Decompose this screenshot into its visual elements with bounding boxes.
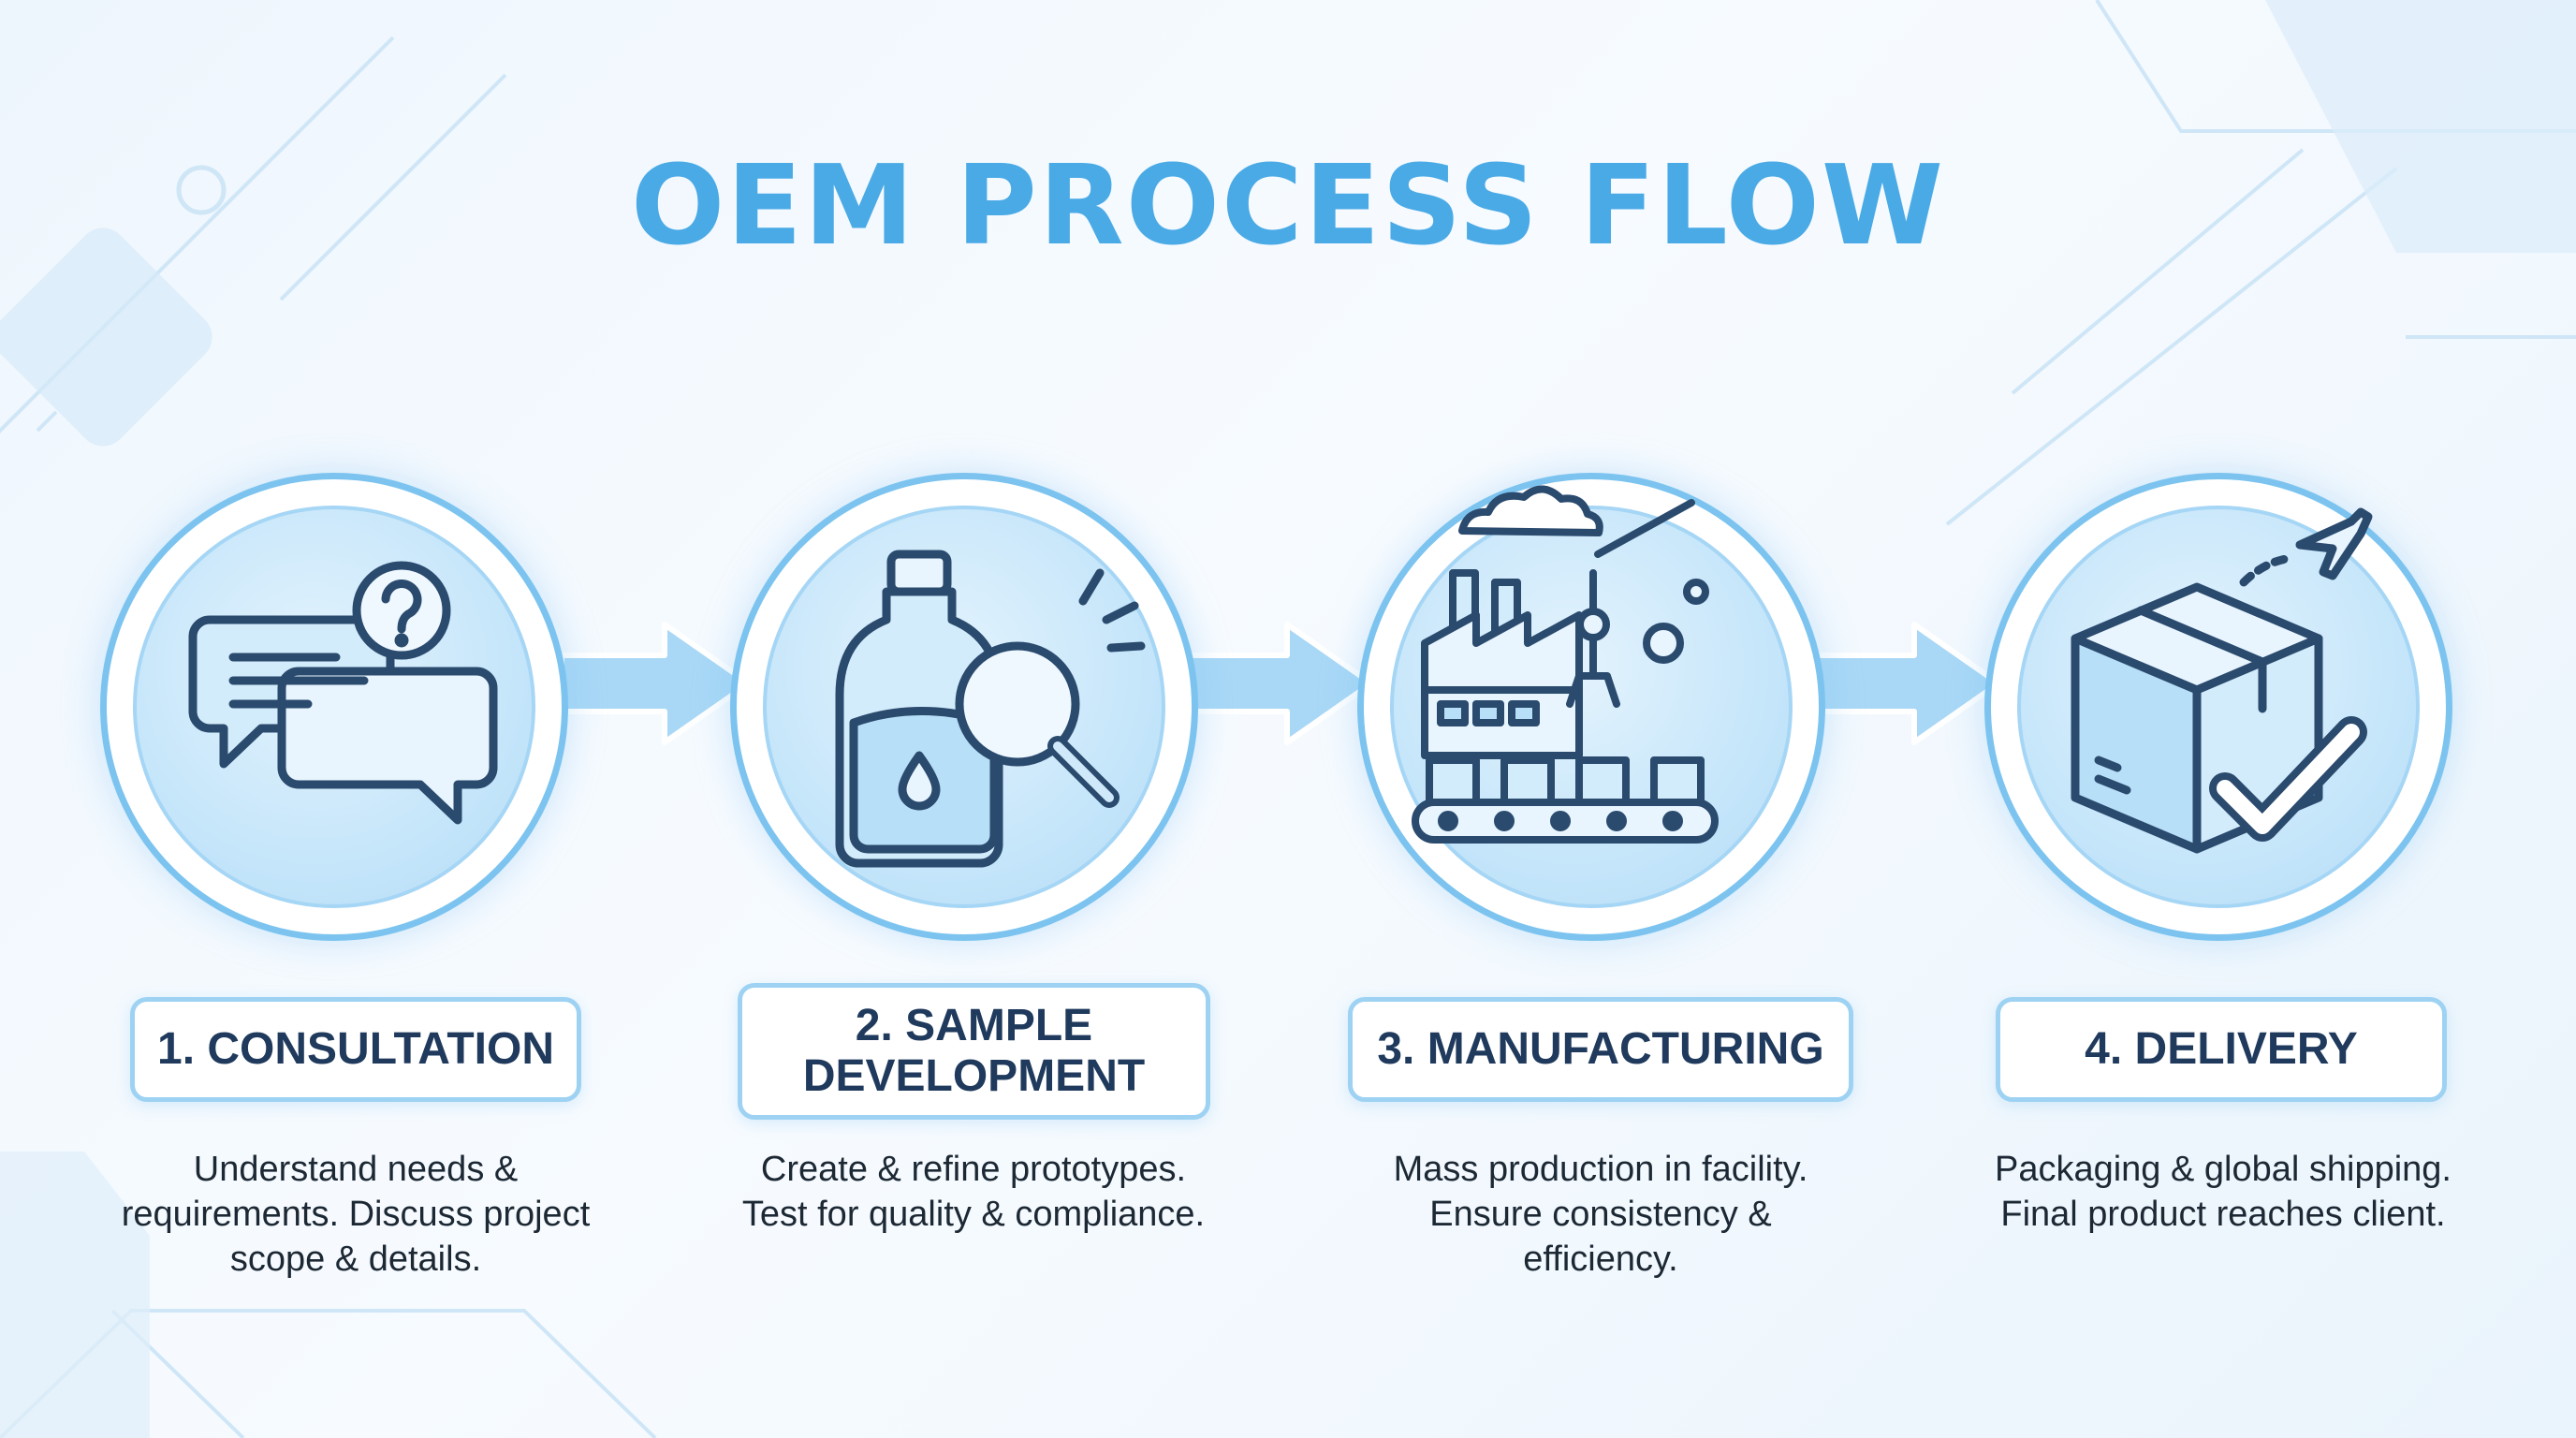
- step-1-label: 1. CONSULTATION: [130, 997, 581, 1102]
- step-2-label: 2. SAMPLE DEVELOPMENT: [738, 983, 1210, 1120]
- page-title: OEM PROCESS FLOW: [630, 140, 1946, 270]
- step-1-circle: [100, 473, 568, 941]
- step-4-description: Packaging & global shipping. Final produ…: [1994, 1150, 2452, 1234]
- factory-conveyor-icon: [1412, 485, 1719, 844]
- step-3-circle: [1357, 473, 1825, 941]
- step-4-label: 4. DELIVERY: [1996, 997, 2447, 1102]
- ring-decoration: [176, 165, 227, 215]
- step-2-circle: [730, 473, 1198, 941]
- step-1-description: Understand needs & requirements. Discuss…: [121, 1150, 591, 1279]
- arrow-right-icon: [1811, 622, 2001, 745]
- step-3-description: Mass production in facility. Ensure cons…: [1393, 1150, 1808, 1279]
- package-plane-check-icon: [2071, 507, 2373, 854]
- arrow-right-icon: [562, 622, 752, 745]
- chat-question-icon: [188, 561, 498, 825]
- step-2-description: Create & refine prototypes. Test for qua…: [741, 1150, 1206, 1234]
- arrow-right-icon: [1184, 622, 1374, 745]
- step-3-label: 3. MANUFACTURING: [1348, 997, 1853, 1102]
- step-4-circle: [1984, 473, 2452, 941]
- bottle-magnifier-icon: [835, 550, 1146, 868]
